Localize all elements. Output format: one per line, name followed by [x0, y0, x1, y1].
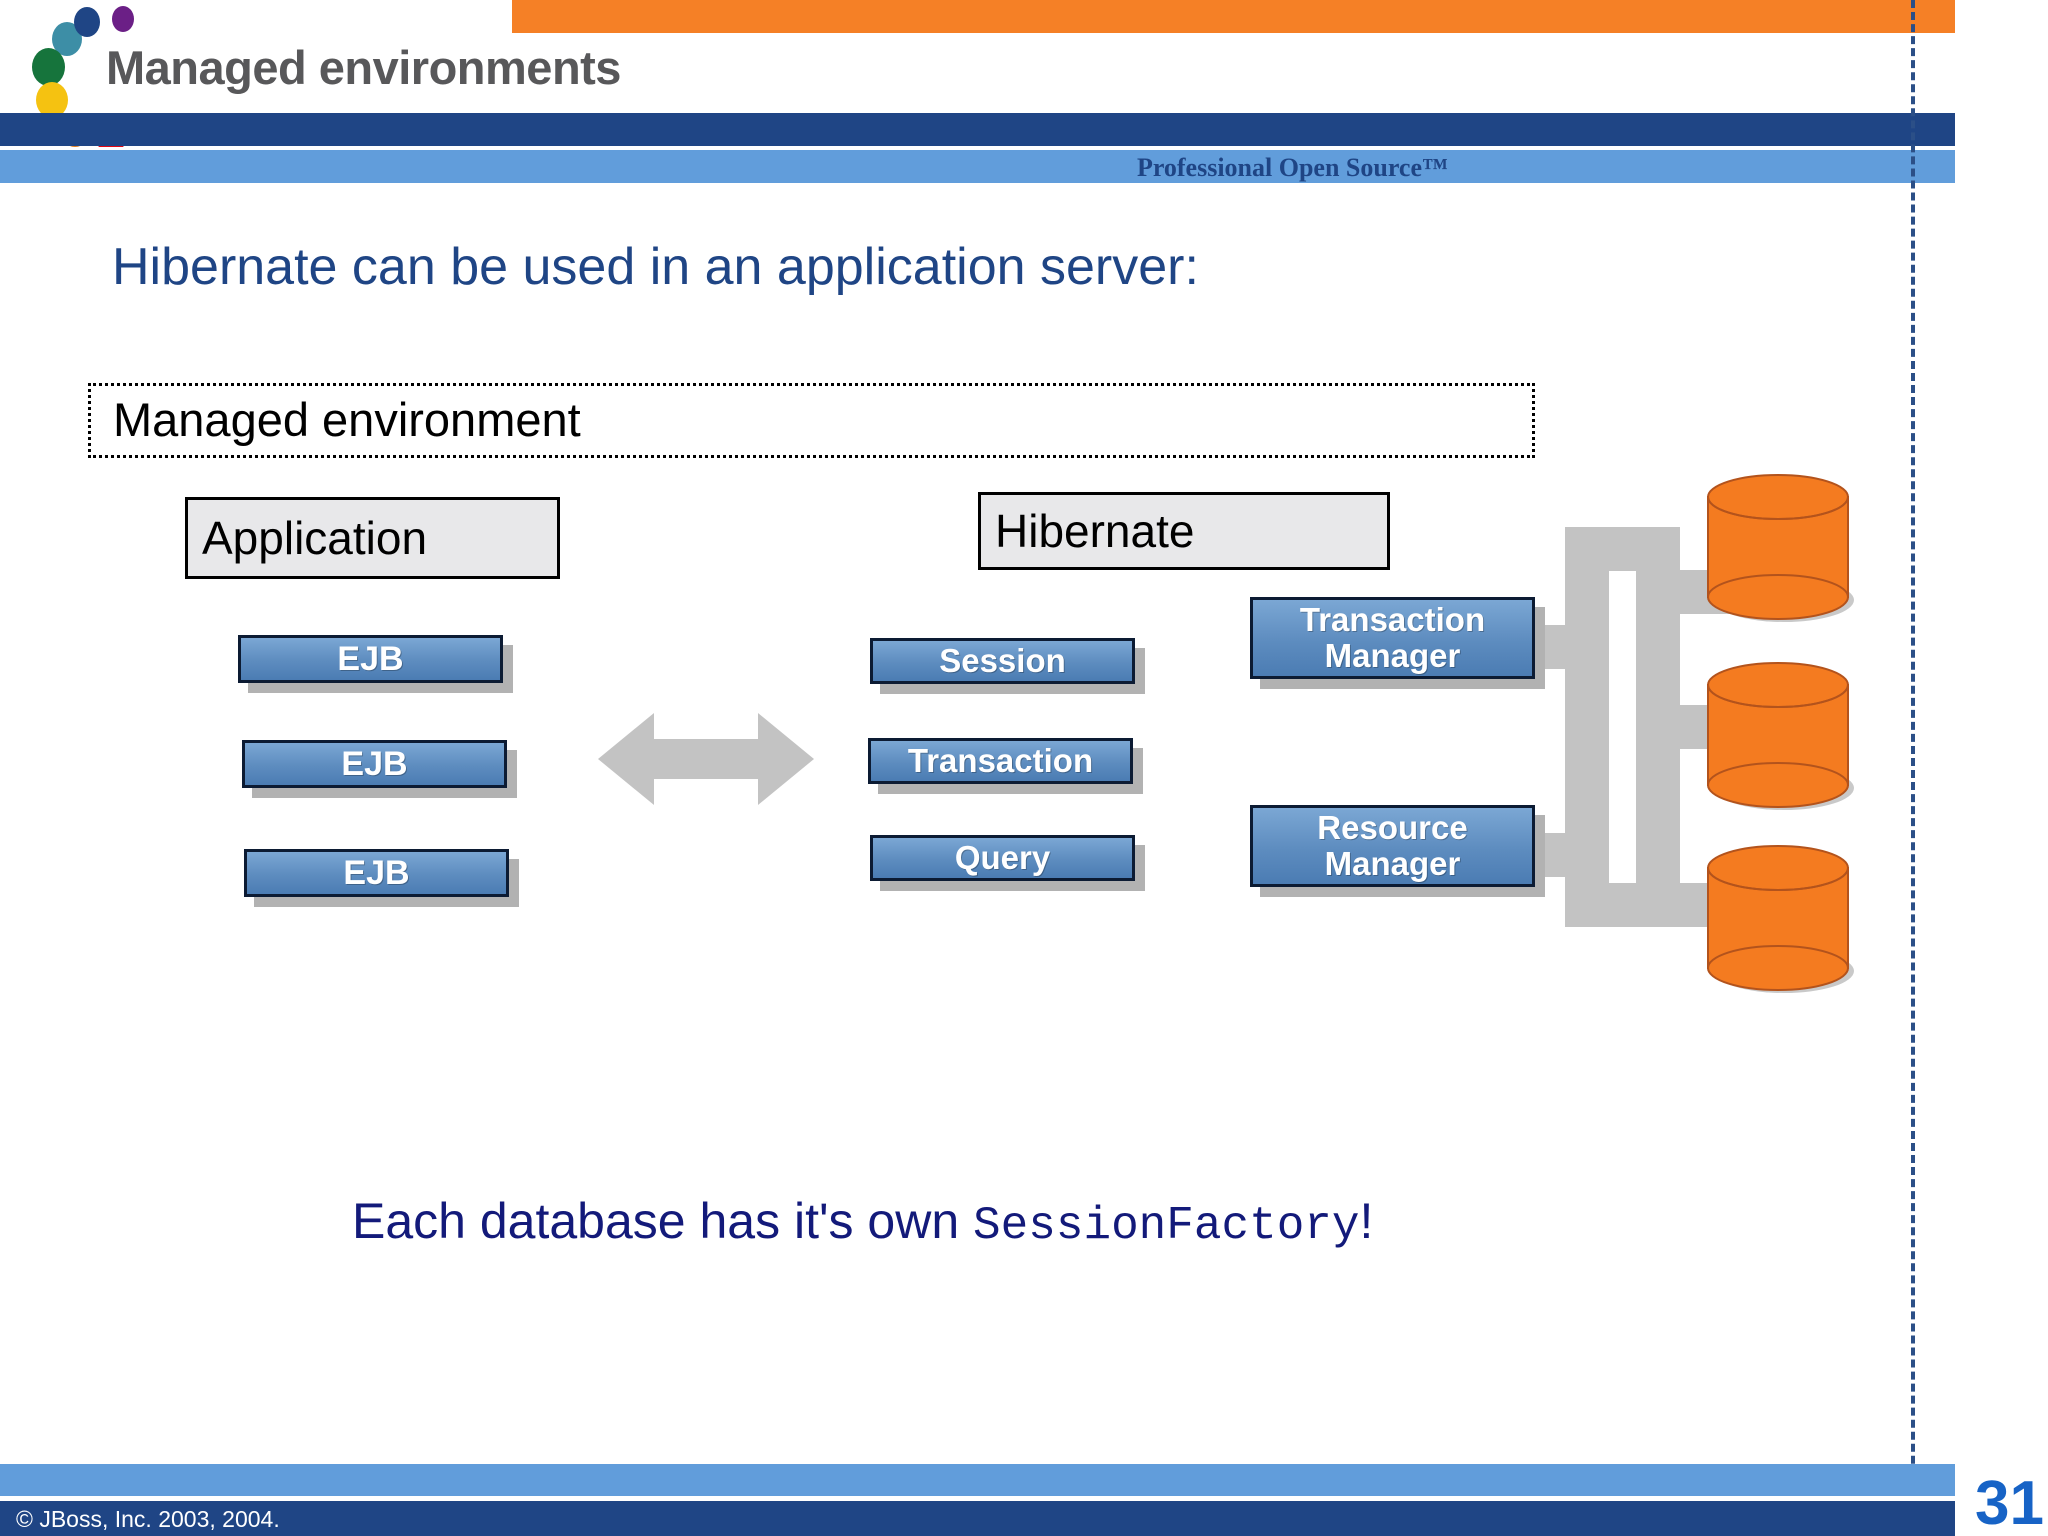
transaction-box[interactable]: Transaction	[868, 738, 1133, 784]
header-hairline	[0, 147, 1955, 150]
right-guide-line	[1911, 0, 1915, 1536]
dot-purple-icon	[112, 6, 134, 32]
dot-green-icon	[32, 48, 65, 86]
tagline: Professional Open Source™	[1136, 153, 1448, 182]
footer-hairline	[0, 1496, 1955, 1501]
ejb-box-1[interactable]: EJB	[238, 635, 503, 683]
transaction-manager-box[interactable]: Transaction Manager	[1250, 597, 1535, 679]
dot-navy-icon	[74, 7, 100, 37]
bottom-note-code: SessionFactory	[973, 1200, 1360, 1252]
header-lightblue-bar	[0, 150, 1955, 183]
query-box-label: Query	[954, 839, 1051, 877]
hibernate-label: Hibernate	[995, 505, 1195, 557]
ejb-box-3-label: EJB	[343, 853, 410, 892]
managed-environment-container: Managed environment	[88, 383, 1535, 458]
hibernate-box[interactable]: Hibernate	[978, 492, 1390, 570]
bottom-note-suffix: !	[1359, 1193, 1374, 1249]
connector-trunk	[1565, 527, 1609, 927]
bottom-note-prefix: Each database has it's own	[352, 1193, 974, 1249]
bidirectional-arrow-icon	[598, 709, 814, 809]
transaction-box-label: Transaction	[907, 742, 1094, 780]
resource-manager-box[interactable]: Resource Manager	[1250, 805, 1535, 887]
header-orange-bar	[512, 0, 1955, 33]
page-number: 31	[1975, 1469, 2044, 1536]
resource-manager-line1: Resource	[1317, 809, 1468, 847]
ejb-box-1-label: EJB	[337, 639, 404, 678]
managed-environment-label: Managed environment	[113, 393, 581, 446]
footer-navy-bar	[0, 1501, 1955, 1536]
footer-copyright: © JBoss, Inc. 2003, 2004.	[16, 1506, 280, 1532]
page-title: Managed environments	[106, 41, 621, 94]
ejb-box-2-label: EJB	[341, 744, 408, 783]
database-cylinder-3[interactable]	[1700, 843, 1860, 1008]
transaction-manager-line1: Transaction	[1299, 601, 1486, 639]
session-box-label: Session	[939, 642, 1066, 680]
bottom-note: Each database has it's own SessionFactor…	[352, 1192, 1373, 1252]
lead-text: Hibernate can be used in an application …	[112, 238, 1199, 296]
query-box[interactable]: Query	[870, 835, 1135, 881]
dot-yellow-icon	[36, 82, 68, 118]
database-cylinder-2[interactable]	[1700, 660, 1860, 825]
ejb-box-3[interactable]: EJB	[244, 849, 509, 897]
session-box[interactable]: Session	[870, 638, 1135, 684]
application-box[interactable]: Application	[185, 497, 560, 579]
resource-manager-line2: Manager	[1324, 845, 1461, 882]
application-label: Application	[202, 512, 428, 564]
transaction-manager-line2: Manager	[1324, 637, 1461, 674]
header-navy-bar	[0, 113, 1955, 146]
ejb-box-2[interactable]: EJB	[242, 740, 507, 788]
footer-lightblue-bar	[0, 1464, 1955, 1496]
database-cylinder-1[interactable]	[1700, 472, 1860, 637]
